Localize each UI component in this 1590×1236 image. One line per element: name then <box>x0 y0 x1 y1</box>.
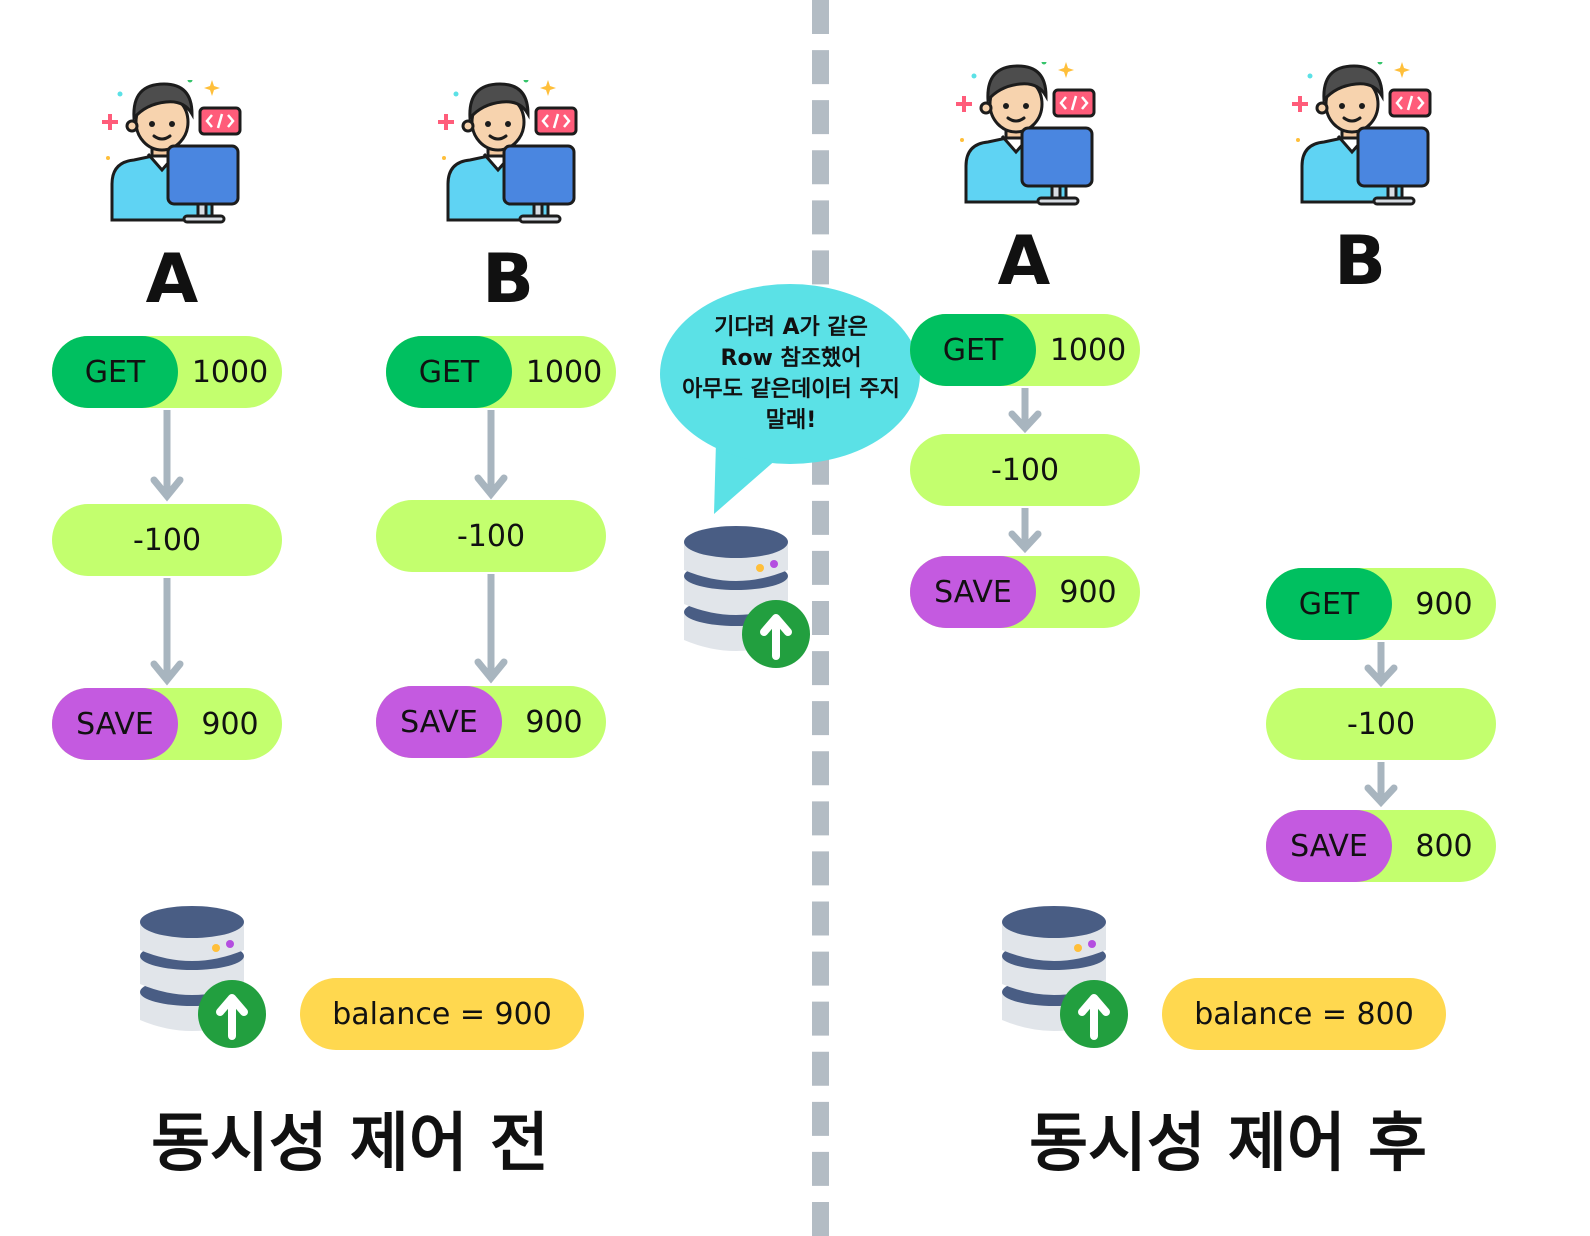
arrow-down-icon <box>1008 508 1042 554</box>
get-value: 1000 <box>525 354 603 390</box>
save-tag: SAVE <box>910 556 1036 628</box>
subtract-value: -100 <box>1346 706 1416 742</box>
bubble-text: 기다려 A가 같은 Row 참조했어 아무도 같은데이터 주지 말래! <box>664 312 918 436</box>
arrow-down-icon <box>150 410 184 502</box>
get-value: 1000 <box>191 354 269 390</box>
subtract-pill: -100 <box>376 500 606 572</box>
save-value: 900 <box>1059 574 1117 610</box>
arrow-down-icon <box>474 574 508 684</box>
subtract-pill: -100 <box>910 434 1140 506</box>
save-pill: SAVE 800 <box>1266 810 1496 882</box>
get-pill: GET 900 <box>1266 568 1496 640</box>
speech-bubble <box>660 284 920 514</box>
save-tag: SAVE <box>1266 810 1392 882</box>
section-title-after: 동시성 제어 후 <box>1029 1107 1427 1181</box>
get-pill: GET 1000 <box>52 336 282 408</box>
save-pill: SAVE 900 <box>910 556 1140 628</box>
database-icon <box>140 904 270 1054</box>
save-pill: SAVE 900 <box>376 686 606 758</box>
save-tag: SAVE <box>52 688 178 760</box>
get-pill: GET 1000 <box>386 336 616 408</box>
subtract-pill: -100 <box>52 504 282 576</box>
save-value: 800 <box>1415 828 1473 864</box>
get-value: 1000 <box>1049 332 1127 368</box>
get-tag: GET <box>910 314 1036 386</box>
bubble-line: Row 참조했어 <box>720 346 862 371</box>
user-label-b: B <box>482 240 534 319</box>
user-label-a: A <box>145 240 199 319</box>
arrow-down-icon <box>1008 388 1042 434</box>
user-label-b: B <box>1334 222 1386 301</box>
arrow-down-icon <box>1364 642 1398 688</box>
balance-pill: balance = 900 <box>300 978 584 1050</box>
developer-icon <box>1290 62 1432 206</box>
bubble-line: 말래! <box>765 408 817 433</box>
subtract-value: -100 <box>132 522 202 558</box>
section-title-before: 동시성 제어 전 <box>151 1107 549 1181</box>
user-label-a: A <box>997 222 1051 301</box>
developer-icon <box>954 62 1096 206</box>
developer-icon <box>100 80 242 224</box>
subtract-value: -100 <box>456 518 526 554</box>
database-icon <box>684 524 814 674</box>
save-value: 900 <box>201 706 259 742</box>
subtract-value: -100 <box>990 452 1060 488</box>
get-tag: GET <box>1266 568 1392 640</box>
bubble-line: 기다려 A가 같은 <box>714 315 868 340</box>
arrow-down-icon <box>474 410 508 500</box>
section-divider <box>812 0 829 1236</box>
save-pill: SAVE 900 <box>52 688 282 760</box>
get-tag: GET <box>386 336 512 408</box>
developer-icon <box>436 80 578 224</box>
subtract-pill: -100 <box>1266 688 1496 760</box>
get-value: 900 <box>1415 586 1473 622</box>
balance-pill: balance = 800 <box>1162 978 1446 1050</box>
arrow-down-icon <box>1364 762 1398 808</box>
database-icon <box>1002 904 1132 1054</box>
bubble-line: 아무도 같은데이터 주지 <box>682 377 900 402</box>
arrow-down-icon <box>150 578 184 686</box>
save-tag: SAVE <box>376 686 502 758</box>
save-value: 900 <box>525 704 583 740</box>
get-tag: GET <box>52 336 178 408</box>
get-pill: GET 1000 <box>910 314 1140 386</box>
